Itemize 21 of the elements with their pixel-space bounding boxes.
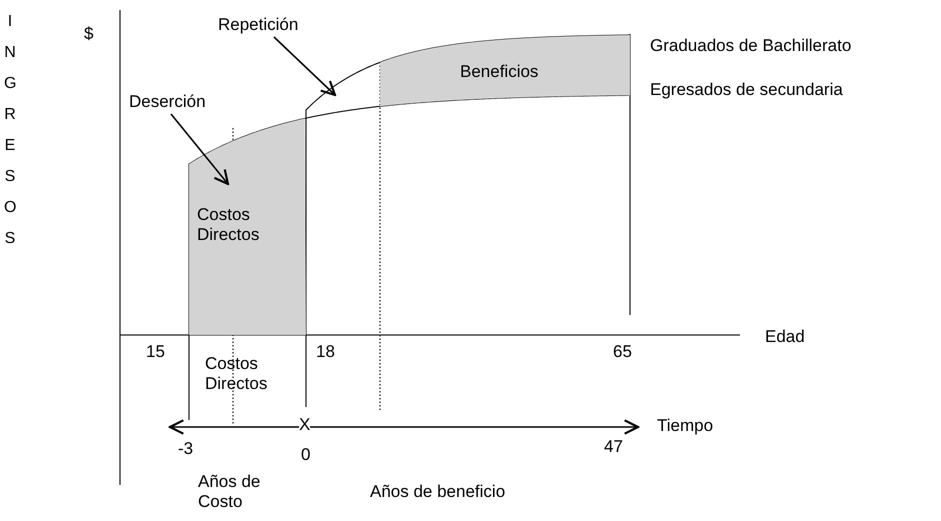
curve-label: Egresados de secundaria — [650, 80, 843, 100]
currency-symbol: $ — [84, 24, 94, 44]
region-label: Costos Directos — [197, 205, 260, 245]
period-label: Años de Costo — [198, 472, 262, 512]
tick-label: 65 — [613, 342, 632, 362]
tick-label: 18 — [316, 342, 335, 362]
callout-text: Deserción — [129, 92, 241, 114]
period-label: Años de beneficio — [370, 482, 506, 502]
callout-text: Repetición — [218, 15, 334, 37]
leader-arrow — [170, 114, 230, 186]
leader-arrow — [273, 36, 336, 96]
tick-label: -3 — [178, 439, 194, 459]
axis-label: Tiempo — [657, 416, 714, 436]
curve-label: Graduados de Bachillerato — [650, 36, 852, 56]
region-label: Beneficios — [460, 62, 538, 82]
tick-label: 47 — [604, 437, 623, 457]
axis-label: Edad — [765, 327, 805, 347]
tick-label: 0 — [301, 445, 310, 465]
axis-title: INGRESOS — [4, 12, 16, 249]
region-label: Costos Directos — [205, 354, 268, 394]
tick-label: 15 — [146, 342, 165, 362]
